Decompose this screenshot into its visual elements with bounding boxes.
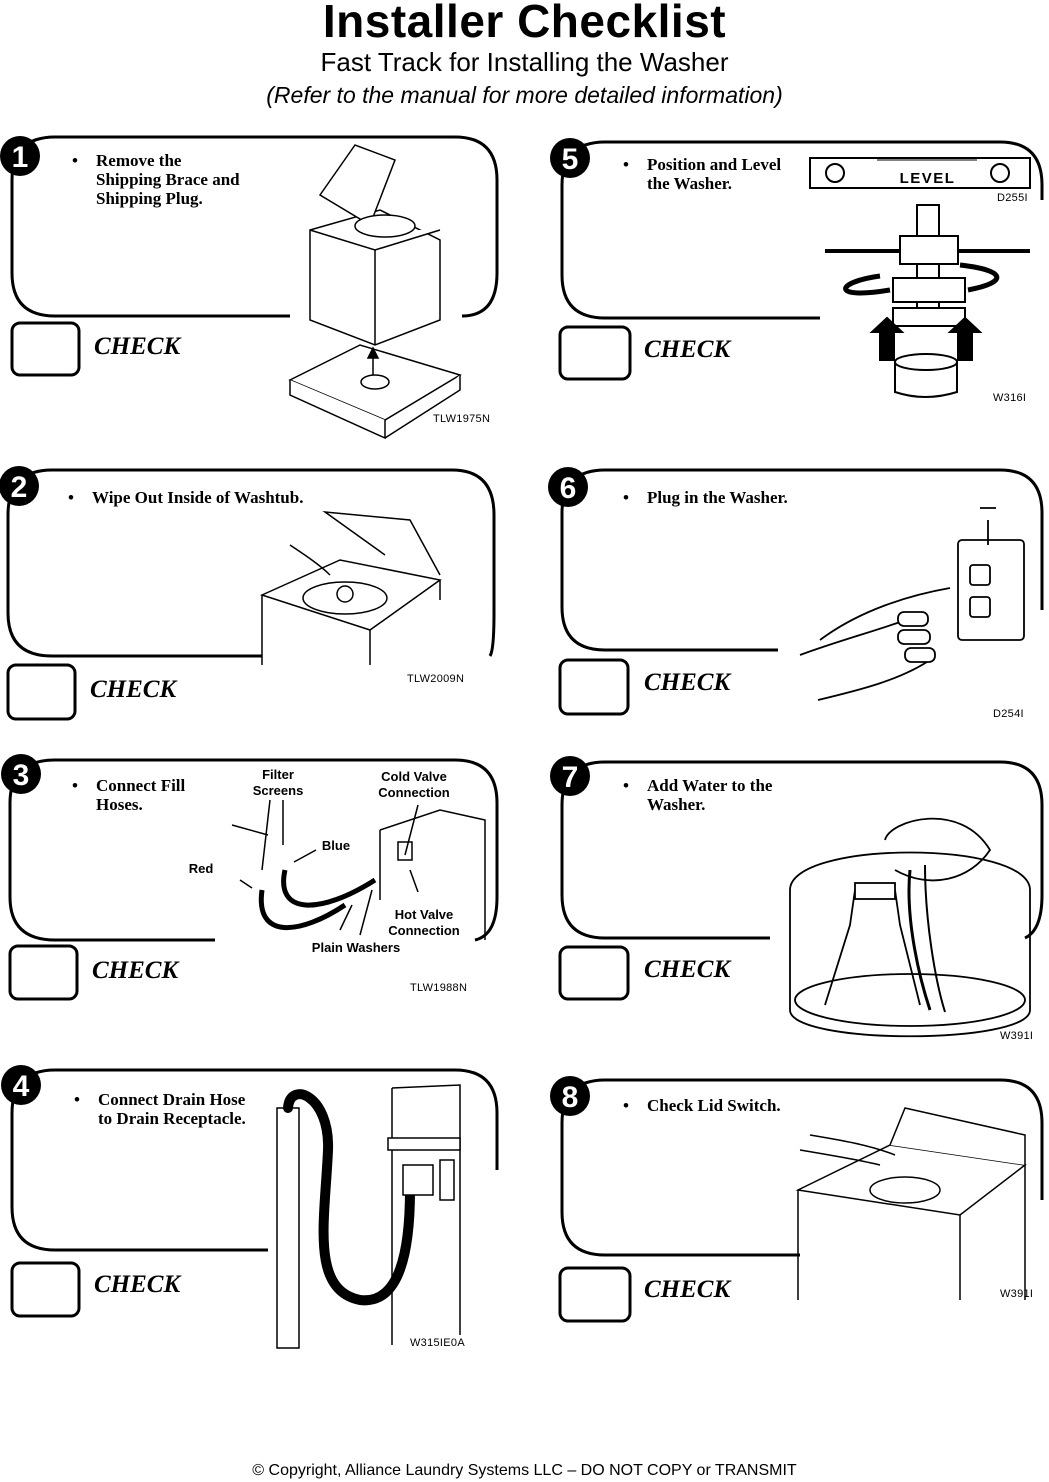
step-2-checkbox bbox=[6, 663, 77, 721]
step-3-number-circle bbox=[1, 754, 41, 794]
step-8-check-label: CHECK bbox=[644, 1276, 731, 1303]
step-3-check-label: CHECK bbox=[92, 957, 179, 984]
step-8-line-1: Check Lid Switch. bbox=[647, 1096, 781, 1115]
step-6-number-circle bbox=[548, 467, 588, 507]
step-3-figure-code: TLW1988N bbox=[410, 982, 468, 994]
step-5-number-circle bbox=[550, 138, 590, 178]
washer-shipping-brace-illustration bbox=[288, 144, 462, 440]
step-4-number-circle bbox=[1, 1065, 41, 1105]
step-6-instruction: • Plug in the Washer. bbox=[623, 488, 788, 507]
step-6-checkbox bbox=[558, 658, 630, 716]
washtub-wipe-illustration bbox=[259, 510, 442, 665]
step-2-number: 2 bbox=[11, 471, 28, 504]
step-5-check-label: CHECK bbox=[644, 336, 731, 363]
step-2-figure-code: TLW2009N bbox=[407, 673, 465, 685]
step-8-checkbox bbox=[558, 1266, 632, 1323]
step-3-box bbox=[8, 758, 499, 942]
outlet-plug-illustration bbox=[799, 507, 1025, 701]
page-subtitle: Fast Track for Installing the Washer bbox=[320, 47, 729, 77]
level-bubble-left-icon bbox=[825, 163, 845, 183]
step-7-box bbox=[560, 760, 1044, 940]
step-4-line-1: Connect Drain Hose bbox=[98, 1090, 246, 1109]
level-bubble-right-icon bbox=[990, 163, 1010, 183]
page-title: Installer Checklist bbox=[322, 0, 727, 47]
step-3-number: 3 bbox=[13, 759, 30, 792]
step-4-figure-code: W315IE0A bbox=[410, 1337, 465, 1349]
step-4-checkbox bbox=[10, 1261, 81, 1318]
step-7-figure-code: W391I bbox=[1000, 1030, 1034, 1042]
step-5-figure-code: W316I bbox=[993, 392, 1027, 404]
step-8-figure-code: W391I bbox=[1000, 1288, 1034, 1300]
step-7-checkbox bbox=[558, 945, 630, 1001]
step-7-line-2: Washer. bbox=[647, 795, 706, 814]
step-3-checkbox bbox=[8, 944, 79, 1001]
callout-hot-valve: Hot Valve Connection bbox=[388, 907, 460, 938]
step-6-line-1: Plug in the Washer. bbox=[647, 488, 788, 507]
step-8-instruction: • Check Lid Switch. bbox=[623, 1096, 781, 1115]
step-1-line-1: Remove the bbox=[96, 151, 182, 170]
callout-red: Red bbox=[188, 861, 214, 876]
lid-switch-illustration bbox=[795, 1107, 1027, 1300]
step-6-figure-code: D254I bbox=[993, 708, 1024, 720]
copyright-footer: © Copyright, Alliance Laundry Systems LL… bbox=[252, 1462, 797, 1479]
step-1-check-label: CHECK bbox=[94, 333, 181, 360]
step-7-number: 7 bbox=[562, 761, 579, 794]
fill-hoses-illustration bbox=[231, 799, 486, 940]
step-5-level-code: D255I bbox=[997, 192, 1028, 204]
step-1-number-circle bbox=[0, 136, 40, 176]
callout-filter-screens: Filter Screens bbox=[252, 767, 304, 798]
step-1-figure-code: TLW1975N bbox=[433, 413, 491, 425]
page-note: (Refer to the manual for more detailed i… bbox=[266, 82, 783, 108]
step-5-checkbox bbox=[558, 325, 632, 381]
step-4-number: 4 bbox=[13, 1070, 30, 1103]
step-4-line-2: to Drain Receptacle. bbox=[98, 1109, 246, 1128]
callout-cold-valve: Cold Valve Connection bbox=[378, 769, 450, 800]
step-7-line-1: Add Water to the bbox=[647, 776, 773, 795]
step-3-line-1: Connect Fill bbox=[96, 776, 186, 795]
callout-blue: Blue bbox=[321, 838, 351, 853]
step-2-check-label: CHECK bbox=[90, 676, 177, 703]
step-8-number: 8 bbox=[562, 1081, 579, 1114]
leveling-illustration bbox=[809, 157, 1031, 398]
step-7-number-circle bbox=[550, 756, 590, 796]
step-5-line-2: the Washer. bbox=[647, 174, 733, 193]
step-1-line-2: Shipping Brace and bbox=[96, 170, 240, 189]
add-water-illustration bbox=[789, 817, 1031, 1038]
step-2-instruction: • Wipe Out Inside of Washtub. bbox=[68, 488, 304, 507]
step-1-checkbox bbox=[10, 321, 81, 377]
step-6-check-label: CHECK bbox=[644, 669, 731, 696]
step-7-check-label: CHECK bbox=[644, 956, 731, 983]
step-5-line-1: Position and Level bbox=[647, 155, 782, 174]
drain-hose-illustration bbox=[276, 1084, 461, 1349]
step-5-number: 5 bbox=[562, 143, 579, 176]
step-1-number: 1 bbox=[12, 141, 29, 174]
step-4-check-label: CHECK bbox=[94, 1271, 181, 1298]
step-1-line-3: Shipping Plug. bbox=[96, 189, 203, 208]
level-label: LEVEL bbox=[899, 170, 956, 187]
step-6-number: 6 bbox=[560, 472, 577, 505]
step-3-line-2: Hoses. bbox=[96, 795, 143, 814]
step-2-box bbox=[6, 468, 496, 658]
step-1-box bbox=[10, 135, 499, 318]
step-2-number-circle bbox=[0, 466, 39, 506]
step-2-line-1: Wipe Out Inside of Washtub. bbox=[92, 488, 304, 507]
callout-plain-washers: Plain Washers bbox=[311, 940, 401, 955]
step-8-number-circle bbox=[550, 1076, 590, 1116]
